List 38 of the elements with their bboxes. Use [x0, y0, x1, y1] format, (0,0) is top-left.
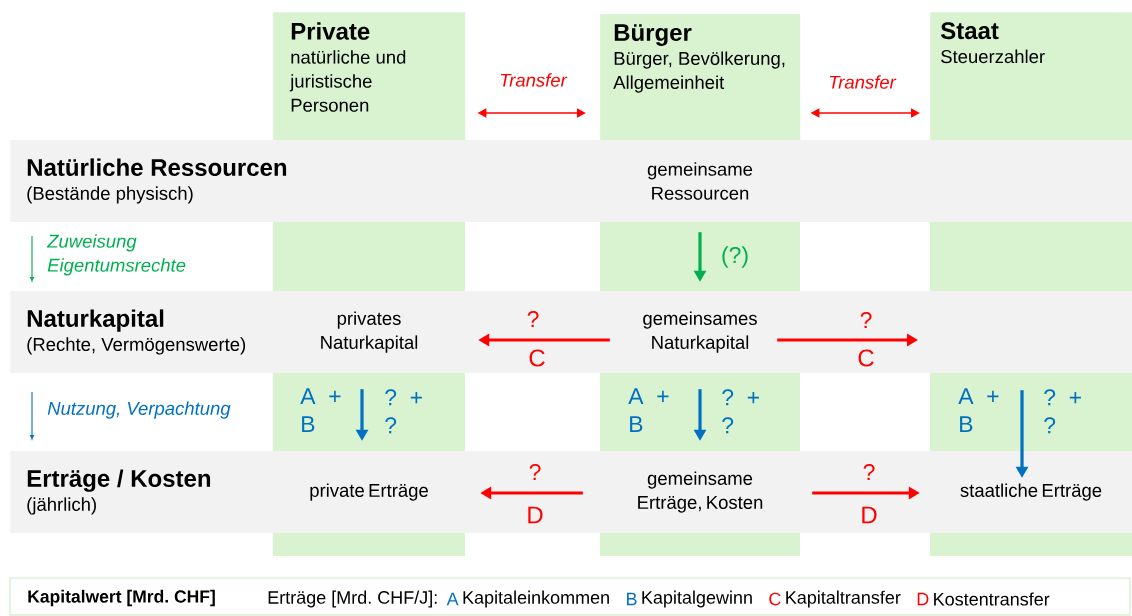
- legend-text: Kapitalgewinn: [642, 590, 752, 608]
- edge-label: (?): [722, 246, 748, 268]
- edge-label: A + B: [958, 388, 999, 433]
- arrow-letter: D: [528, 506, 543, 524]
- key-letter: B: [627, 592, 637, 606]
- key-letter: A: [446, 592, 459, 606]
- edge-label: A + B: [300, 388, 341, 433]
- key-letter: D: [917, 592, 929, 606]
- column-header: Staat Steuerzahler: [930, 12, 1132, 141]
- arrow-letter: C: [529, 349, 545, 367]
- side-note: Nutzung, Verpachtung: [47, 401, 231, 419]
- edge-label: A + B: [628, 388, 669, 433]
- edge-label: Transfer: [829, 75, 897, 89]
- key-letter: C: [769, 592, 781, 606]
- arrow-note: ? + ?: [1044, 389, 1081, 434]
- edge-label: ?: [527, 310, 539, 328]
- cell-text: gemeinsames Naturkapital: [643, 311, 757, 353]
- cell-text: gemeinsame Ressourcen: [647, 162, 753, 200]
- legend-text: Kapitaltransfer: [786, 590, 901, 608]
- arrow-note: ? + ?: [722, 389, 759, 434]
- legend-text: Kostentransfer: [934, 592, 1050, 606]
- edge-label: Transfer: [500, 73, 568, 87]
- arrow-note: ? + ?: [385, 389, 422, 434]
- edge-label: ?: [860, 311, 872, 329]
- cell-text: private Erträge: [310, 483, 428, 501]
- legend-title: Kapitalwert [Mrd. CHF]: [28, 589, 215, 607]
- cell-text: privates Naturkapital: [321, 311, 418, 353]
- column-header: Private natürliche und juristische Personen: [273, 12, 466, 141]
- column-header: Bürger Bürger, Bevölkerung, Allgemeinheit: [600, 14, 801, 141]
- edge-label: ?: [529, 464, 541, 481]
- arrow-letter: D: [862, 506, 877, 524]
- edge-label: ?: [863, 464, 875, 481]
- arrow-letter: C: [858, 349, 874, 367]
- legend-text: Erträge [Mrd. CHF/J]:: [268, 590, 437, 608]
- legend-text: Kapitaleinkommen: [463, 590, 609, 608]
- cell-text: staatliche Erträge: [960, 483, 1102, 501]
- cell-text: gemeinsame Erträge, Kosten: [638, 471, 763, 513]
- side-note: Zuweisung Eigentumsrechte: [46, 234, 186, 276]
